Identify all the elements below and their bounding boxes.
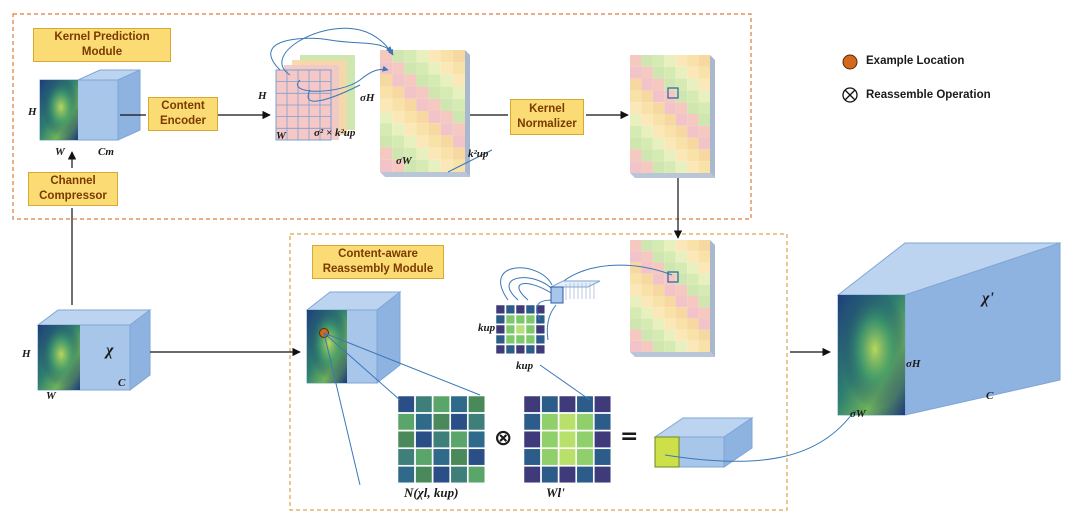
dim-w-kernel: W bbox=[276, 130, 286, 142]
example-location-legend-icon bbox=[842, 54, 858, 70]
dim-chi: χ bbox=[106, 342, 114, 359]
reassembly-input-cube bbox=[305, 290, 402, 385]
dim-c-input: C bbox=[118, 377, 126, 389]
weight-grid bbox=[523, 395, 612, 484]
dim-kup-bottom: kup bbox=[516, 360, 534, 372]
formula-neighborhood: N(χl, kup) bbox=[404, 485, 459, 500]
dim-cm: Cm bbox=[98, 146, 114, 158]
dim-w-input: W bbox=[46, 390, 56, 402]
dim-kup-left: kup bbox=[478, 322, 496, 334]
compressed-feature-cube bbox=[39, 69, 141, 141]
formula-equals: = bbox=[620, 424, 639, 449]
kup-kernel-grid bbox=[495, 304, 546, 355]
dim-h-compressed: H bbox=[28, 106, 37, 118]
dim-chi-prime: χ' bbox=[982, 290, 994, 307]
dim-sigma-h-output: σH bbox=[906, 358, 921, 370]
dim-sigma2-kup2: σ² × k²up bbox=[314, 127, 356, 139]
kernel-map-lower bbox=[630, 240, 715, 357]
channel-compressor-box: Channel Compressor bbox=[28, 172, 118, 206]
dim-w-compressed: W bbox=[55, 146, 65, 158]
content-aware-module-label: Content-aware Reassembly Module bbox=[312, 245, 444, 279]
kernel-prediction-frame bbox=[12, 13, 752, 220]
reassembly-kernel-map bbox=[380, 50, 470, 177]
dim-sigma-h-map: σH bbox=[360, 92, 375, 104]
dim-sigma-w-output: σW bbox=[850, 408, 866, 420]
dim-c-output: C bbox=[986, 390, 994, 402]
kernel-normalizer-box: Kernel Normalizer bbox=[510, 99, 584, 135]
reassembly-frame bbox=[289, 233, 788, 511]
content-encoder-box: Content Encoder bbox=[148, 97, 218, 131]
formula-weights: Wl' bbox=[546, 485, 565, 500]
legend-example-location: Example Location bbox=[866, 55, 965, 67]
normalized-kernel-map bbox=[630, 55, 715, 178]
input-feature-cube bbox=[36, 309, 152, 391]
kernel-stack bbox=[275, 55, 355, 141]
formula-otimes: ⊗ bbox=[494, 426, 513, 451]
neighborhood-grid bbox=[397, 395, 486, 484]
dim-sigma-w-map: σW bbox=[396, 155, 412, 167]
output-vector-prism bbox=[653, 417, 754, 468]
output-feature-cube bbox=[836, 242, 1062, 416]
legend-reassemble-operation: Reassemble Operation bbox=[866, 89, 991, 101]
dim-kup2-map: k²up bbox=[468, 148, 489, 160]
dim-h-kernel: H bbox=[258, 90, 267, 102]
kernel-prediction-module-label: Kernel Prediction Module bbox=[33, 28, 171, 62]
reassemble-operation-legend-icon bbox=[842, 87, 858, 103]
dim-h-input: H bbox=[22, 348, 31, 360]
